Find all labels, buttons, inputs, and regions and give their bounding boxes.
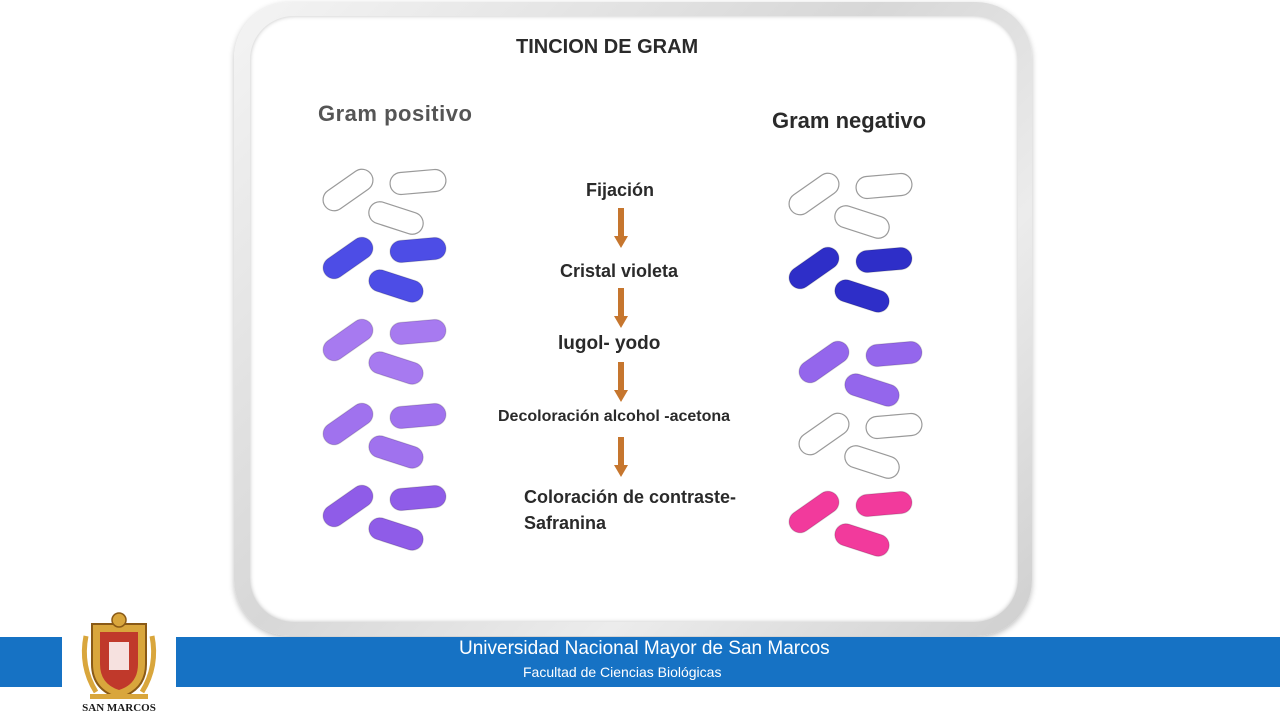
positive-bacterium-2-a (322, 318, 374, 362)
negative-bacterium-4-b (855, 490, 913, 518)
arrow-head-3 (614, 465, 628, 477)
positive-bacterium-0-c (368, 201, 424, 235)
negative-bacterium-0-c (834, 205, 890, 239)
negative-bacterium-0-b (855, 172, 913, 200)
positive-bacterium-4-b (389, 484, 447, 512)
university-logo: SAN MARCOS (62, 606, 176, 720)
footer-bar (0, 637, 1280, 687)
step-lugol: lugol- yodo (558, 333, 661, 354)
negative-bacterium-0-a (788, 172, 840, 216)
step-decolorization: Decoloración alcohol -acetona (498, 408, 731, 425)
positive-bacterium-4-a (322, 484, 374, 528)
positive-bacterium-0-a (322, 168, 374, 212)
positive-bacterium-2-b (389, 318, 447, 346)
negative-bacterium-2-b (865, 340, 923, 368)
negative-bacterium-4-a (788, 490, 840, 534)
positive-bacterium-3-b (389, 402, 447, 430)
negative-bacterium-2-c (844, 373, 900, 407)
faculty-name: Facultad de Ciencias Biológicas (523, 664, 722, 680)
arrow-head-2 (614, 390, 628, 402)
positive-bacterium-2-c (368, 351, 424, 385)
step-fixation: Fijación (586, 180, 655, 200)
negative-bacterium-4-c (834, 523, 890, 557)
step-safranin: Coloración de contraste- Safranina (524, 487, 737, 533)
negative-bacterium-3-c (844, 445, 900, 479)
positive-bacterium-1-c (368, 269, 424, 303)
positive-bacterium-0-b (389, 168, 447, 196)
gram-positive-heading: Gram positivo (318, 101, 473, 126)
negative-bacterium-3-a (798, 412, 850, 456)
arrow-head-0 (614, 236, 628, 248)
positive-bacterium-3-a (322, 402, 374, 446)
positive-bacterium-1-a (322, 236, 374, 280)
gram-negative-heading: Gram negativo (772, 108, 927, 133)
positive-bacterium-4-c (368, 517, 424, 551)
logo-text: SAN MARCOS (82, 702, 156, 714)
step-crystal-violet: Cristal violeta (560, 261, 679, 281)
negative-bacterium-1-a (788, 246, 840, 290)
arrow-shaft-0 (618, 208, 624, 238)
negative-bacterium-1-b (855, 246, 913, 274)
diagram-title: TINCION DE GRAM (516, 36, 699, 58)
positive-bacterium-1-b (389, 236, 447, 264)
arrow-shaft-3 (618, 437, 624, 467)
arrow-shaft-1 (618, 288, 624, 318)
step-arrows (614, 208, 628, 477)
negative-bacterium-2-a (798, 340, 850, 384)
positive-bacterium-3-c (368, 435, 424, 469)
gram-positive-column (322, 168, 447, 551)
crest-icon (81, 612, 157, 700)
arrow-shaft-2 (618, 362, 624, 392)
negative-bacterium-1-c (834, 279, 890, 313)
negative-bacterium-3-b (865, 412, 923, 440)
university-name: Universidad Nacional Mayor de San Marcos (459, 638, 830, 659)
gram-negative-column (788, 172, 923, 557)
diagram-frame (234, 2, 1032, 636)
arrow-head-1 (614, 316, 628, 328)
